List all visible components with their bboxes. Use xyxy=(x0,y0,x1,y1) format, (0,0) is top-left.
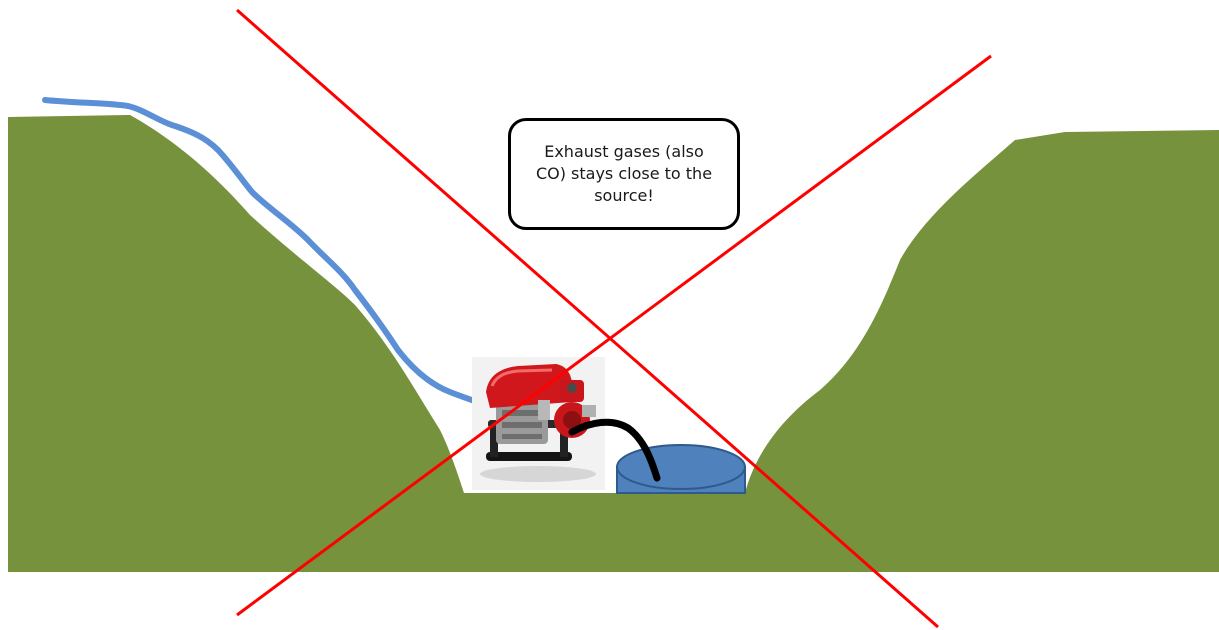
exhaust-callout: Exhaust gases (also CO) stays close to t… xyxy=(508,118,740,230)
callout-text: Exhaust gases (also CO) stays close to t… xyxy=(535,141,713,207)
water-tank-icon xyxy=(617,445,745,493)
